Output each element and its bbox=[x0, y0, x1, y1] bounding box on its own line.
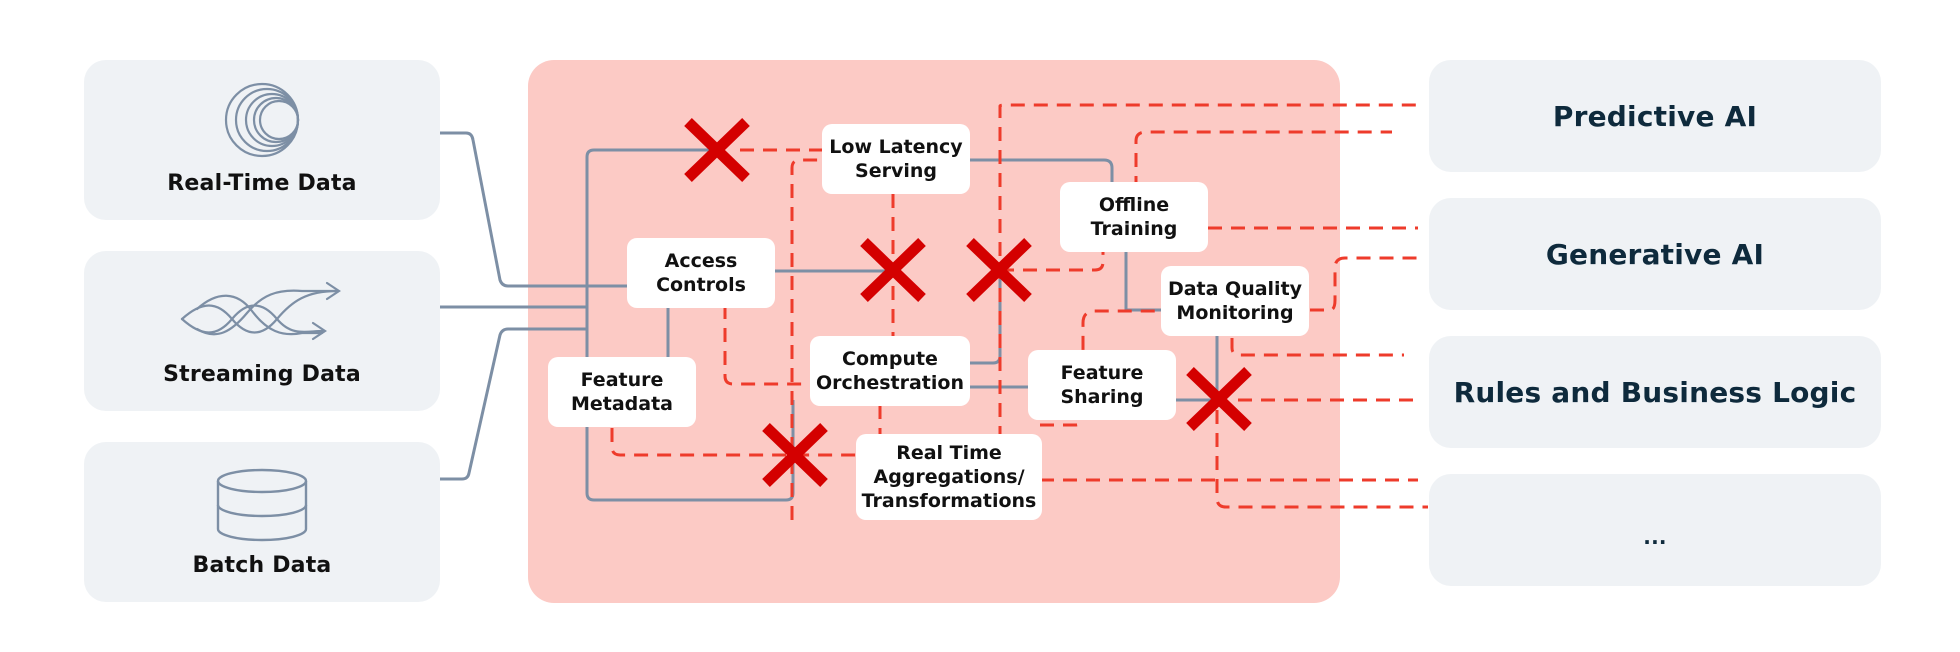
source-batch-data: Batch Data bbox=[84, 442, 440, 602]
node-feature-metadata: Feature Metadata bbox=[548, 357, 696, 427]
node-compute-orchestration: Compute Orchestration bbox=[810, 336, 970, 406]
dash-quality-to-rules bbox=[1230, 338, 1404, 357]
wire-batch bbox=[440, 327, 587, 481]
output-label: ... bbox=[1643, 525, 1667, 549]
output-predictive-ai: Predictive AI bbox=[1429, 60, 1881, 172]
node-real-time-aggregations: Real Time Aggregations/ Transformations bbox=[856, 434, 1042, 520]
dash-x-to-more bbox=[1215, 410, 1428, 509]
database-icon bbox=[214, 468, 310, 548]
x-mark-icon bbox=[966, 238, 1032, 302]
dash-training-to-predictive bbox=[1134, 130, 1392, 190]
node-offline-training: Offline Training bbox=[1060, 182, 1208, 252]
output-more: ... bbox=[1429, 474, 1881, 586]
dash-x-to-predictive-top bbox=[998, 103, 1418, 440]
x-mark-icon bbox=[684, 118, 750, 182]
wire-realtime bbox=[440, 131, 640, 288]
x-mark-icon bbox=[860, 238, 926, 302]
dash-serving-vertical-left bbox=[790, 158, 822, 520]
node-feature-sharing: Feature Sharing bbox=[1028, 350, 1176, 420]
dash-access-down bbox=[723, 305, 810, 386]
source-label: Batch Data bbox=[192, 553, 332, 578]
output-rules-business-logic: Rules and Business Logic bbox=[1429, 336, 1881, 448]
dash-quality-to-generative bbox=[1310, 256, 1418, 312]
concentric-rings-icon bbox=[222, 80, 302, 164]
x-mark-icon bbox=[762, 423, 828, 487]
dashed-connections bbox=[610, 103, 1428, 520]
source-label: Real-Time Data bbox=[167, 171, 357, 196]
node-low-latency-serving: Low Latency Serving bbox=[822, 124, 970, 194]
streams-arrows-icon bbox=[177, 281, 347, 355]
broken-connection-markers bbox=[684, 118, 1252, 487]
node-data-quality-monitoring: Data Quality Monitoring bbox=[1161, 266, 1309, 336]
output-generative-ai: Generative AI bbox=[1429, 198, 1881, 310]
wire-training-down bbox=[1124, 242, 1165, 312]
wire-trunk bbox=[585, 148, 795, 502]
dash-metadata-to-rt bbox=[610, 428, 858, 457]
node-access-controls: Access Controls bbox=[627, 238, 775, 308]
x-mark-icon bbox=[1186, 367, 1252, 431]
source-label: Streaming Data bbox=[163, 362, 361, 387]
output-label: Generative AI bbox=[1545, 237, 1765, 271]
output-label: Rules and Business Logic bbox=[1453, 375, 1857, 409]
dash-x-to-training bbox=[1000, 245, 1105, 272]
output-label: Predictive AI bbox=[1552, 99, 1758, 133]
source-real-time-data: Real-Time Data bbox=[84, 60, 440, 220]
wire-serving-to-training bbox=[970, 158, 1114, 183]
wire-compute-to-x bbox=[950, 270, 1002, 365]
source-streaming-data: Streaming Data bbox=[84, 251, 440, 411]
